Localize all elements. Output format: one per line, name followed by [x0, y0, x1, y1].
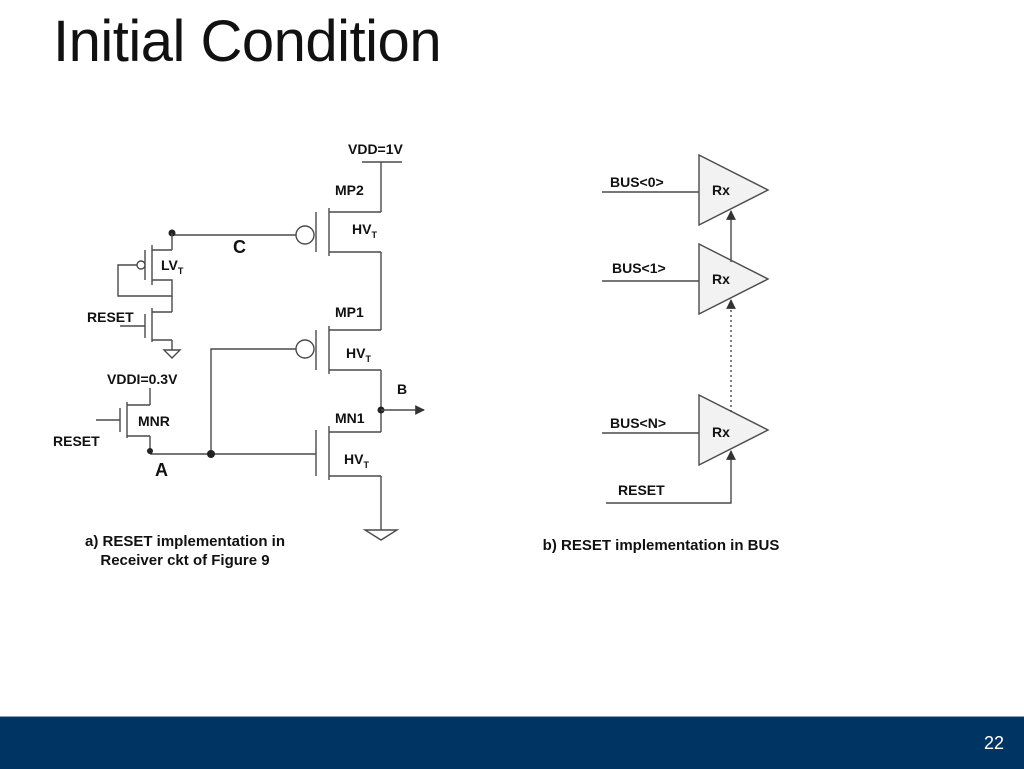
footer-bar: 22 — [0, 716, 1024, 769]
left-labels: VDD=1V MP2 HVT C LVT RESET MP1 HVT VDDI=… — [53, 141, 407, 569]
left-circuit — [96, 161, 425, 541]
rx-n-label: Rx — [712, 424, 730, 440]
mp1-label: MP1 — [335, 304, 364, 320]
bus-1-label: BUS<1> — [612, 260, 666, 276]
mn1-hvt-label: HVT — [344, 451, 369, 470]
vddi-label: VDDI=0.3V — [107, 371, 178, 387]
lvt-label: LVT — [161, 257, 184, 276]
circuit-diagram: VDD=1V MP2 HVT C LVT RESET MP1 HVT VDDI=… — [53, 141, 780, 569]
slide-title: Initial Condition — [53, 9, 442, 74]
node-a-dot — [207, 450, 215, 458]
rx-1-label: Rx — [712, 271, 730, 287]
vdd-label: VDD=1V — [348, 141, 404, 157]
right-caption: b) RESET implementation in BUS — [543, 537, 780, 554]
mn1-label: MN1 — [335, 410, 365, 426]
rx-buffer-1 — [602, 242, 770, 316]
reset-label-bus: RESET — [618, 482, 665, 498]
right-labels: BUS<0> Rx BUS<1> Rx BUS<N> Rx RESET b) R… — [543, 174, 780, 554]
reset-enable-wire — [606, 450, 736, 504]
mnr-transistor — [96, 388, 153, 454]
rx-0-label: Rx — [712, 182, 730, 198]
reset-pulldown-transistor — [120, 308, 182, 359]
lvt-transistor — [117, 229, 176, 312]
mp2-label: MP2 — [335, 182, 364, 198]
mp1-transistor — [210, 326, 381, 454]
reset-label-2: RESET — [53, 433, 100, 449]
mnr-label: MNR — [138, 413, 170, 429]
mp1-hvt-label: HVT — [346, 345, 371, 364]
page-number: 22 — [983, 733, 1004, 753]
bus-n-label: BUS<N> — [610, 415, 666, 431]
rx-buffer-0 — [602, 153, 770, 227]
left-caption-line1: a) RESET implementation in — [85, 533, 285, 550]
mn1-transistor — [150, 426, 381, 480]
left-caption-line2: Receiver ckt of Figure 9 — [100, 552, 269, 569]
node-c-label: C — [233, 237, 246, 257]
node-a-label: A — [155, 460, 168, 480]
bus-0-label: BUS<0> — [610, 174, 664, 190]
mp2-hvt-label: HVT — [352, 221, 377, 240]
mp2-transistor — [172, 208, 381, 256]
rx-buffer-n — [602, 393, 770, 467]
reset-label-1: RESET — [87, 309, 134, 325]
right-circuit — [602, 153, 770, 504]
ground-symbol-1 — [362, 529, 400, 541]
node-b-label: B — [397, 381, 407, 397]
